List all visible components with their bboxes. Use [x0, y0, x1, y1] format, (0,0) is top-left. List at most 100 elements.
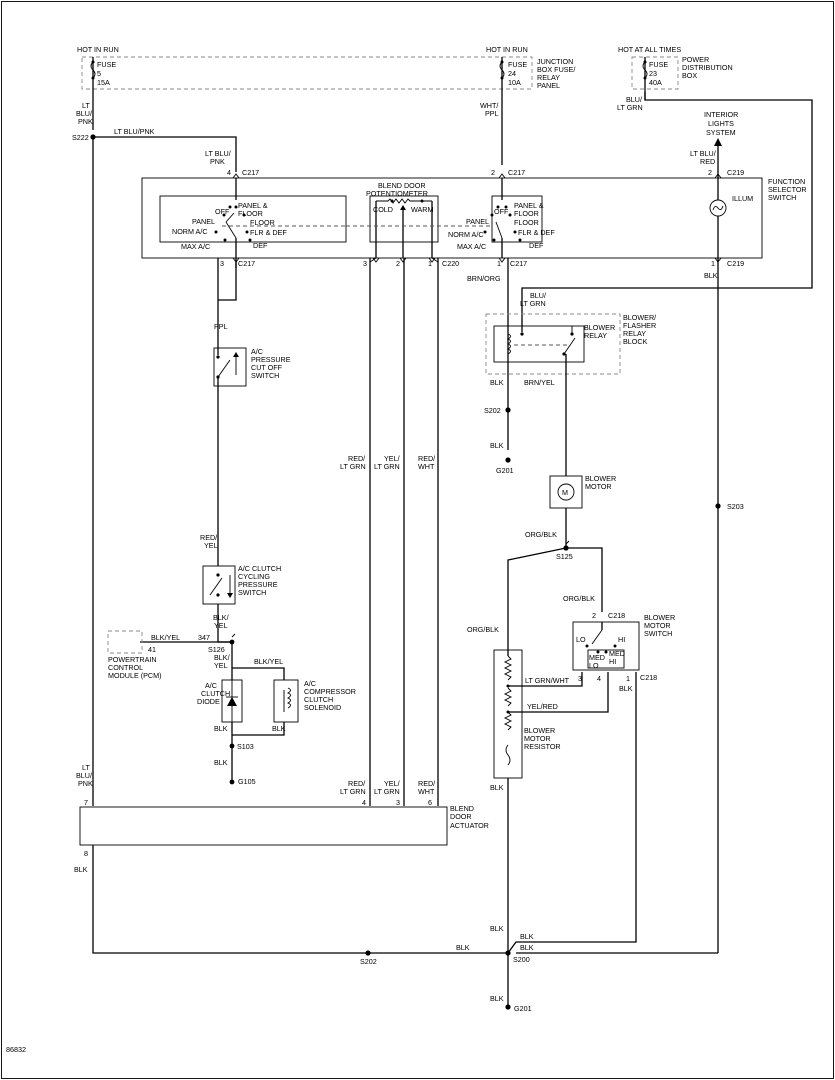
lt-blu-pnk-branch-wire	[93, 136, 237, 172]
ac-clutch-cycling-label: PRESSURE	[238, 580, 278, 589]
mode-switch-right-box	[491, 195, 543, 243]
blower-motor-switch-label: BLOWER	[644, 613, 675, 622]
pressure-arrow-icon	[227, 593, 233, 598]
blk-yel-label: BLK/	[214, 653, 230, 662]
sw-max-ac-label: MAX A/C	[457, 242, 486, 251]
blk-yel-label: BLK/	[213, 613, 229, 622]
interior-lights-label: SYSTEM	[706, 128, 736, 137]
lt-blu-pnk-label: BLU/	[76, 771, 92, 780]
ac-clutch-diode-label: A/C	[205, 681, 217, 690]
red-yel-label: RED/	[200, 533, 217, 542]
sw-floor-label: FLOOR	[250, 218, 275, 227]
lt-blu-pnk-label: LT	[82, 763, 90, 772]
wiper-arrow-icon	[400, 205, 406, 210]
contact-icon	[604, 650, 608, 654]
fuse23-label: FUSE	[649, 60, 668, 69]
fuse5-terminal	[91, 60, 95, 64]
s202-splice	[505, 407, 511, 413]
org-blk-to-resistor-wire	[507, 547, 567, 650]
fuse5-icon	[90, 61, 96, 79]
contact-icon	[420, 199, 424, 203]
blk-label: BLK	[490, 441, 504, 450]
fuse23-terminal	[643, 76, 647, 80]
sw-panel-floor-label: PANEL &	[238, 201, 268, 210]
bm-med-lo-label: MED	[589, 653, 605, 662]
contact-icon	[216, 593, 220, 597]
contact-icon	[504, 205, 508, 209]
org-blk-label: ORG/BLK	[467, 625, 499, 634]
relay-coil-icon	[506, 333, 511, 355]
up-arrow-icon	[714, 138, 722, 146]
ac-compressor-label: SOLENOID	[304, 703, 341, 712]
blk-label: BLK	[214, 758, 228, 767]
sw-off-label: OFF	[215, 207, 230, 216]
fuse23-number: 23	[649, 69, 657, 78]
s202-label: S202	[360, 957, 377, 966]
ac-clutch-cycling-label: SWITCH	[238, 588, 266, 597]
blk-label: BLK	[490, 994, 504, 1003]
red-lt-grn-label: RED/	[348, 779, 365, 788]
pin-label: 8	[84, 849, 88, 858]
fuse24-number: 24	[508, 69, 516, 78]
blend-actuator-label: DOOR	[450, 812, 472, 821]
brn-org-label: BRN/ORG	[467, 274, 501, 283]
pressure-arrow-icon	[233, 352, 239, 357]
c217-label: C217	[510, 259, 527, 268]
fuse5-label: FUSE	[97, 60, 116, 69]
ac-compressor-solenoid-box	[273, 679, 299, 723]
contact-icon	[234, 205, 238, 209]
contact-icon	[245, 230, 249, 234]
blu-lt-grn-label: BLU/	[530, 291, 546, 300]
pin-label: 1	[497, 259, 501, 268]
blower-motor-switch-label: MOTOR	[644, 621, 671, 630]
blu-lt-grn-label: BLU/	[626, 95, 642, 104]
g105-ground	[229, 779, 235, 785]
contact-icon	[596, 650, 600, 654]
sw-flr-def-label: FLR & DEF	[518, 228, 555, 237]
s103-splice	[229, 743, 235, 749]
blower-relay-box	[493, 325, 585, 363]
blower-relay-block-outline	[485, 313, 621, 375]
sw-max-ac-label: MAX A/C	[181, 242, 210, 251]
motor-icon	[557, 483, 575, 501]
contact-icon	[490, 213, 494, 217]
bm-hi-label: HI	[618, 635, 625, 644]
sw-def-label: DEF	[529, 241, 544, 250]
blk-label: BLK	[214, 724, 228, 733]
sw-norm-ac-label: NORM A/C	[448, 230, 484, 239]
pin-label: 4	[597, 674, 601, 683]
connector-icon	[714, 173, 722, 179]
junction-box-label: BOX FUSE/	[537, 65, 575, 74]
contact-icon	[483, 230, 487, 234]
contact-icon	[518, 238, 522, 242]
blk-yel-label: YEL	[214, 661, 228, 670]
switch-blade-icon	[209, 577, 223, 596]
ac-pressure-label: SWITCH	[251, 371, 279, 380]
blower-resistor-label: RESISTOR	[524, 742, 561, 751]
s222-label: S222	[72, 133, 89, 142]
resistor-icon	[503, 687, 513, 707]
pin-label: 6	[428, 798, 432, 807]
resistor-icon	[503, 711, 513, 731]
contact-icon	[214, 230, 218, 234]
contact-icon	[222, 213, 226, 217]
brn-yel-label: BRN/YEL	[524, 378, 555, 387]
yel-red-wire	[508, 672, 609, 713]
c220-label: C220	[442, 259, 459, 268]
contact-icon	[248, 238, 252, 242]
blk-yel-label: BLK/YEL	[151, 633, 180, 642]
blower-motor-label: MOTOR	[585, 482, 612, 491]
yel-lt-grn-label: LT GRN	[374, 462, 400, 471]
ac-clutch-cycling-switch-box	[202, 565, 236, 605]
fuse24-terminal	[500, 60, 504, 64]
s202-splice	[365, 950, 371, 956]
function-selector-label: SWITCH	[768, 193, 796, 202]
fuse5-number: 5	[97, 69, 101, 78]
blower-resistor-label: MOTOR	[524, 734, 551, 743]
c217-label: C217	[238, 259, 255, 268]
route-icon	[369, 257, 377, 263]
ppl-label: PPL	[214, 322, 228, 331]
contact-icon	[496, 205, 500, 209]
contact-icon	[223, 238, 227, 242]
